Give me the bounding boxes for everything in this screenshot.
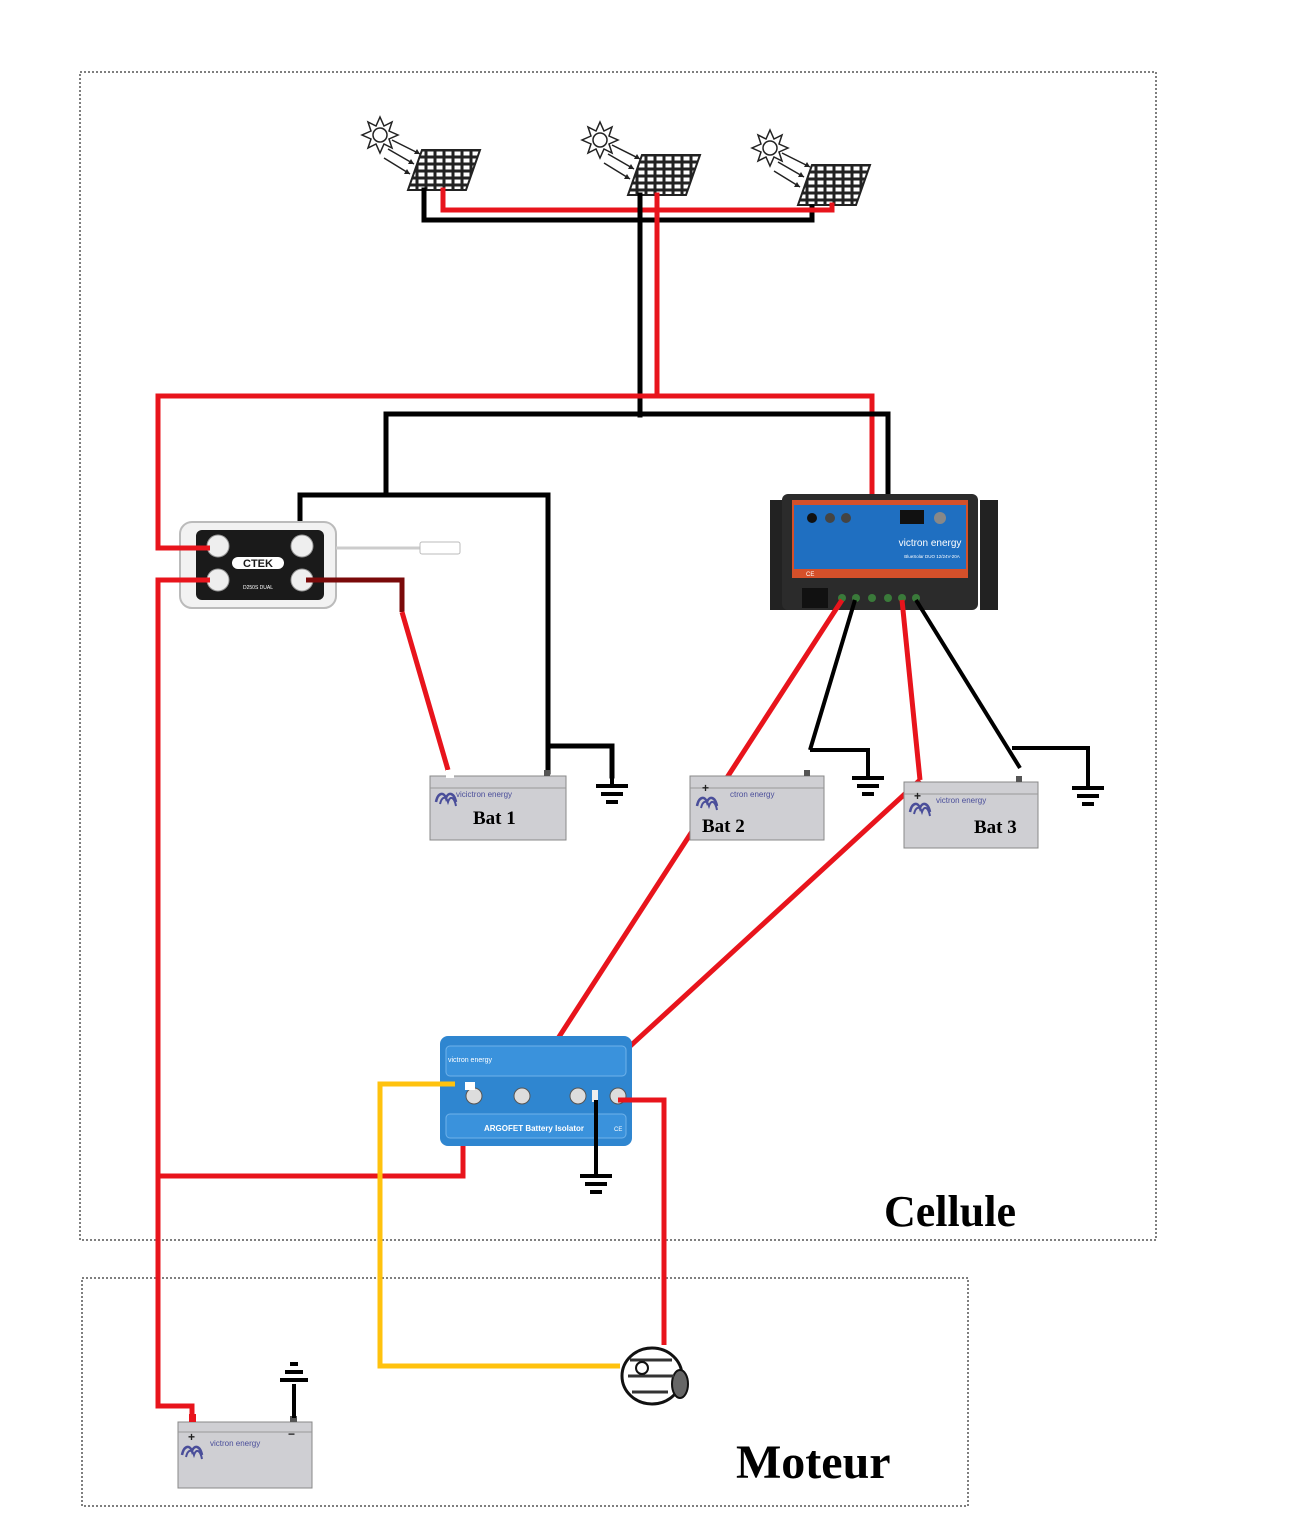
starter-battery-positive-wire xyxy=(155,577,210,1420)
controller-brand: victron energy xyxy=(899,538,962,549)
plus-icon: + xyxy=(188,1430,195,1444)
sun-icon xyxy=(581,121,619,159)
plus-icon: + xyxy=(914,789,921,803)
solar-panel-1 xyxy=(361,116,481,191)
ground-icon xyxy=(280,1362,308,1418)
solar-panel-icon xyxy=(627,154,701,196)
solar-negative-wire xyxy=(421,187,815,223)
moteur-zone-label: Moteur xyxy=(736,1436,891,1489)
ground-icon xyxy=(594,764,630,804)
isolator-model: ARGOFET Battery Isolator xyxy=(484,1124,584,1133)
battery-brand: victron energy xyxy=(210,1439,260,1448)
ctek-model: D250S DUAL xyxy=(243,585,273,591)
solar-panel-2 xyxy=(581,121,701,196)
alternator-positive-wire xyxy=(618,1097,667,1345)
sun-icon xyxy=(751,129,789,167)
solar-panel-icon xyxy=(797,164,871,206)
battery-label: Bat 1 xyxy=(473,808,516,829)
battery-brand: victron energy xyxy=(936,796,986,805)
cellule-zone-border xyxy=(79,71,1157,1241)
ce-mark: CE xyxy=(614,1127,622,1133)
solar-panel-3 xyxy=(751,129,871,206)
battery-label: Bat 3 xyxy=(974,817,1017,838)
moteur-zone-border xyxy=(81,1277,969,1507)
ground-icon xyxy=(1070,766,1106,806)
sun-icon xyxy=(361,116,399,154)
controller-to-isolator-wire-1 xyxy=(519,598,845,1096)
ce-mark: CE xyxy=(806,572,814,578)
minus-icon: − xyxy=(288,1427,295,1441)
battery-brand: ctron energy xyxy=(730,790,774,799)
isolator-brand: victron energy xyxy=(448,1057,492,1064)
solar-charge-controller: victron energy BlueSolar DUO 12/24V-20A … xyxy=(770,494,998,610)
battery-isolator: victron energy ARGOFET Battery Isolator … xyxy=(440,1036,632,1146)
solar-panel-icon xyxy=(407,149,481,191)
battery-bat-1: vicictron energy Bat 1 xyxy=(429,770,567,841)
ground-icon xyxy=(850,756,886,796)
excitation-wire xyxy=(377,1081,620,1369)
battery-bat-3: + victron energy Bat 3 xyxy=(903,776,1039,849)
alternator xyxy=(620,1346,689,1406)
ctek-charger: CTEK D250S DUAL xyxy=(179,521,461,609)
solar-wiring xyxy=(155,187,891,779)
controller-model: BlueSolar DUO 12/24V-20A xyxy=(904,554,960,559)
battery-brand: vicictron energy xyxy=(456,790,512,799)
ctek-logo: CTEK xyxy=(243,558,273,570)
starter-battery: + − victron energy xyxy=(177,1414,313,1489)
cellule-zone-label: Cellule xyxy=(884,1187,1016,1236)
ground-icon xyxy=(578,1154,614,1194)
battery-label: Bat 2 xyxy=(702,816,745,837)
battery-bat-2: + ctron energy Bat 2 xyxy=(689,770,825,841)
plus-icon: + xyxy=(702,781,709,795)
controller-to-isolator-wire-2 xyxy=(576,778,922,1096)
